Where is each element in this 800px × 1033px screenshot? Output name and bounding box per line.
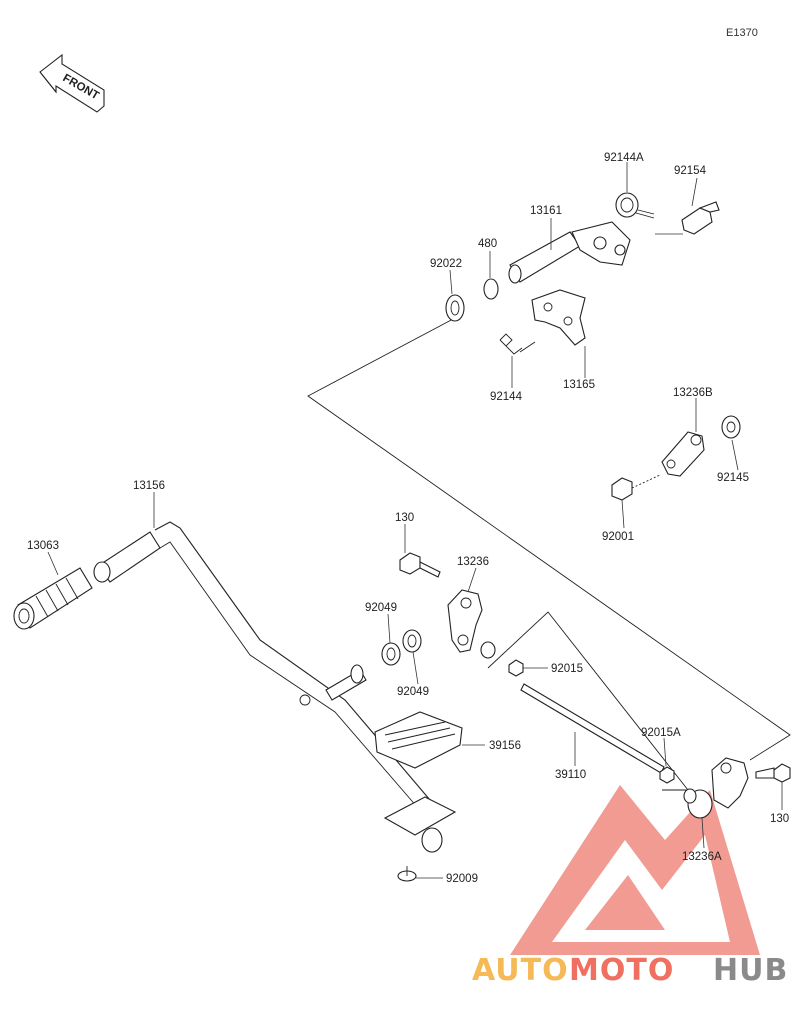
label-13236A: 13236A xyxy=(682,851,722,863)
assembly-line-upper xyxy=(307,317,791,761)
spring-92144A xyxy=(615,192,655,219)
label-13236: 13236 xyxy=(457,556,489,568)
bolt-130-upper xyxy=(399,552,441,578)
pedal-rubber-39156 xyxy=(374,711,463,769)
pedal-end-plate xyxy=(383,796,457,853)
spring-92144 xyxy=(499,333,523,355)
washer-92049-a xyxy=(381,642,401,666)
shift-shaft-13161 xyxy=(508,221,631,284)
label-92022: 92022 xyxy=(430,258,462,270)
label-92154: 92154 xyxy=(674,165,707,177)
label-92144A: 92144A xyxy=(604,152,644,164)
bolt-92001 xyxy=(611,474,661,501)
label-92009: 92009 xyxy=(446,873,478,885)
circlip-480 xyxy=(483,278,499,300)
label-13165: 13165 xyxy=(563,379,595,391)
arm-13236B xyxy=(661,431,705,477)
label-39110: 39110 xyxy=(555,769,586,781)
diagram-code: E1370 xyxy=(726,27,758,39)
label-92015: 92015 xyxy=(551,663,583,675)
washer-92022 xyxy=(445,294,465,322)
nut-92015 xyxy=(508,659,524,677)
label-92049-lower: 92049 xyxy=(397,686,429,698)
label-13236B: 13236B xyxy=(673,387,713,399)
screw-92009 xyxy=(397,866,417,882)
label-13156: 13156 xyxy=(133,480,165,492)
bolt-92154 xyxy=(681,201,720,235)
washer-92049-b xyxy=(402,629,422,653)
arm-13236 xyxy=(447,589,496,659)
front-arrow-icon: FRONT xyxy=(39,53,105,113)
label-92001: 92001 xyxy=(602,531,634,543)
watermark-logo xyxy=(510,785,760,955)
footrest-rubber-13063 xyxy=(13,567,93,630)
watermark-moto: MOTO xyxy=(569,953,674,988)
label-39156: 39156 xyxy=(489,740,521,752)
watermark-hub: HUB xyxy=(713,953,788,988)
leader-lines xyxy=(47,162,783,879)
label-92144: 92144 xyxy=(490,391,523,403)
nut-92015A xyxy=(659,766,675,784)
bolt-130-lower xyxy=(755,763,791,783)
label-130-upper: 130 xyxy=(395,512,414,524)
plate-13165 xyxy=(531,289,586,346)
label-92015A: 92015A xyxy=(641,727,681,739)
shift-pedal-13156 xyxy=(93,521,431,809)
label-130-lower: 130 xyxy=(770,813,789,825)
assembly-line-rod xyxy=(487,611,689,791)
clip-92145 xyxy=(721,415,741,439)
label-480: 480 xyxy=(478,238,497,250)
arm-13236A xyxy=(683,757,749,819)
label-92049-upper: 92049 xyxy=(365,602,397,614)
label-13063: 13063 xyxy=(27,540,59,552)
label-13161: 13161 xyxy=(530,205,562,217)
label-92145: 92145 xyxy=(717,472,749,484)
watermark-auto: AUTO xyxy=(472,953,569,988)
